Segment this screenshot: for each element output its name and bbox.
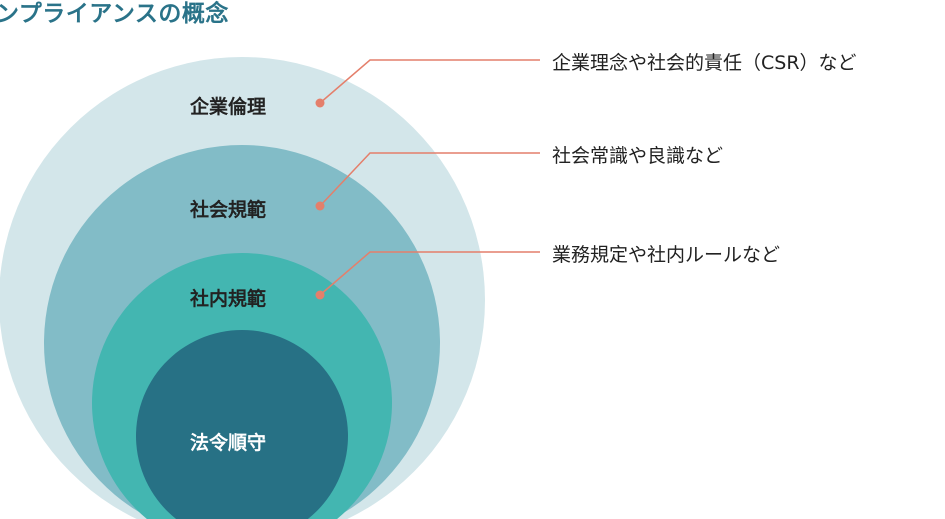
leader-line-2 — [319, 152, 540, 207]
circle-legal-compliance — [136, 329, 348, 519]
leader-dot-1 — [315, 98, 325, 108]
leader-line-1 — [319, 59, 540, 104]
layer-label-social-norms: 社会規範 — [190, 199, 267, 221]
layer-label-internal-rules: 社内規範 — [190, 288, 267, 310]
description-corporate-ethics: 企業理念や社会的責任（CSR）など — [552, 52, 857, 74]
leader-line-3 — [319, 251, 540, 296]
layer-label-legal-compliance: 法令順守 — [190, 432, 267, 454]
layer-label-corporate-ethics: 企業倫理 — [190, 96, 267, 118]
leader-dot-2 — [315, 201, 325, 211]
description-social-norms: 社会常識や良識など — [552, 145, 724, 167]
page-title: ンプライアンスの概念 — [0, 1, 229, 27]
leader-dot-3 — [315, 290, 325, 300]
description-internal-rules: 業務規定や社内ルールなど — [552, 244, 781, 266]
